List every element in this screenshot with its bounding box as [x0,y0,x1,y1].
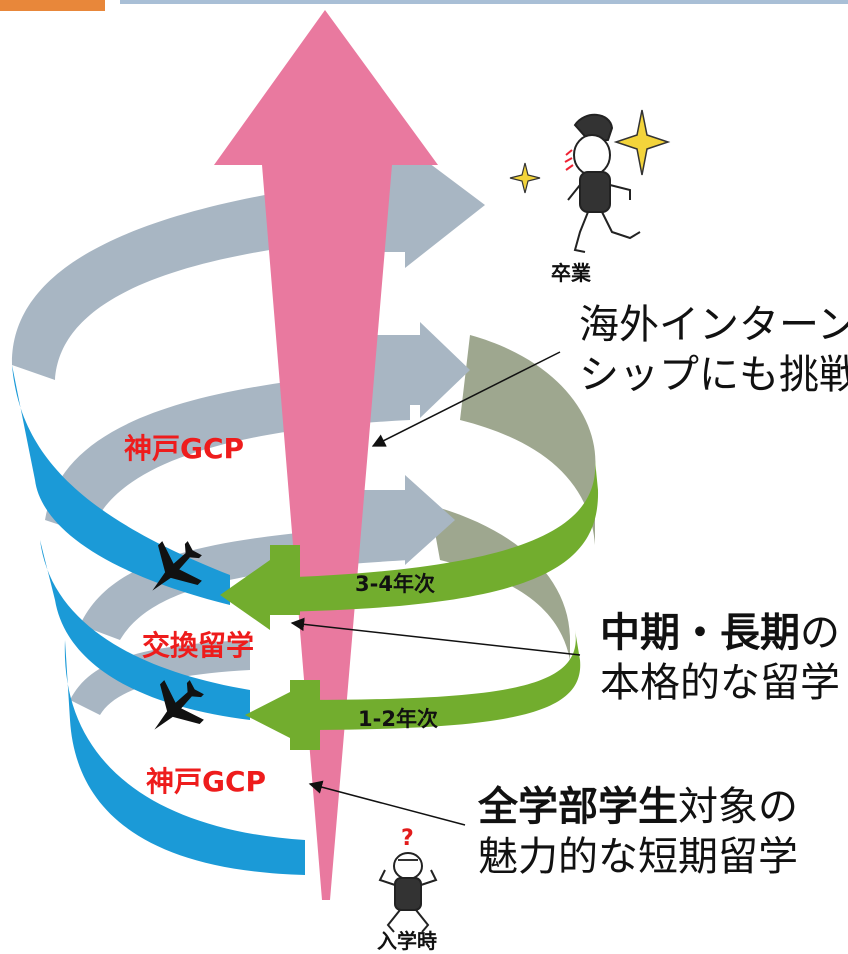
spiral-back-olive-upper [460,335,596,545]
short-note-rest: 対象の [678,784,798,830]
confused-student-icon [378,852,438,933]
top-bar-accent [0,0,105,11]
kobe-gcp-lower-label: 神戸GCP [146,765,267,798]
graduation-label: 卒業 [551,261,591,285]
midlong-note: 中期・長期の 本格的な留学 [600,608,840,708]
midlong-note-bold: 中期・長期 [600,610,800,656]
sparkle-icon [613,109,671,176]
spiral-front-blue-middle [40,540,250,720]
exchange-label: 交換留学 [142,629,255,662]
short-note-bold: 全学部学生 [478,784,678,830]
arrowhead-upper [360,322,470,418]
short-note: 全学部学生対象の 魅力的な短期留学 [478,782,798,882]
short-note-line1: 全学部学生対象の [478,782,798,832]
graduate-figure-icon [564,113,641,253]
leader-short [308,780,466,826]
airplane-icon [154,680,204,730]
midlong-note-line2: 本格的な留学 [600,660,840,706]
arrowhead-middle [350,475,455,565]
green-arrowhead-lower [245,680,320,750]
internship-note-line2: シップにも挑戦 [579,352,848,398]
spiral-front-green-upper [270,460,599,612]
leader-internship [371,351,561,447]
short-note-line2: 魅力的な短期留学 [478,834,798,880]
midlong-note-rest: の [800,610,840,656]
spiral-front-blue-upper [12,365,230,605]
spiral-back-olive-middle [430,505,570,660]
center-growth-arrow [214,10,438,900]
kobe-gcp-upper-label: 神戸GCP [124,432,245,465]
year-34-label: 3-4年次 [355,572,435,596]
question-mark: ? [401,826,414,851]
year-12-label: 1-2年次 [358,707,438,731]
internship-note: 海外インターン シップにも挑戦 [579,300,848,400]
spiral-front-blue-lower [64,640,305,875]
midlong-note-line1: 中期・長期の [600,608,840,658]
spiral-front-green-lower [290,630,581,730]
top-bar [120,0,848,4]
green-arrowhead-upper [220,545,300,630]
internship-note-line1: 海外インターン [579,302,848,348]
entrance-label: 入学時 [377,929,437,953]
leader-midlong [290,617,581,656]
sparkle-icon [509,162,541,194]
airplane-icon [152,541,202,591]
